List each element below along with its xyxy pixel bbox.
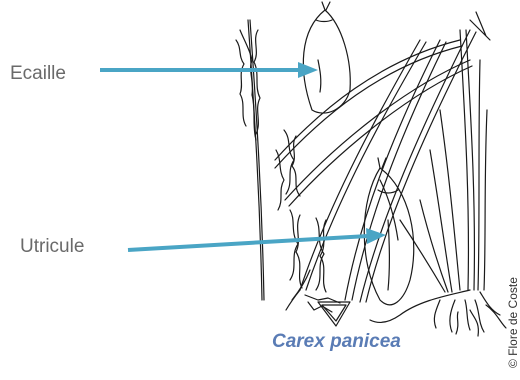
label-ecaille: Ecaille <box>10 63 66 85</box>
arrows <box>100 62 386 250</box>
arrow-utricule <box>128 236 368 250</box>
species-caption: Carex panicea <box>272 331 401 353</box>
arrowhead-ecaille <box>298 62 318 78</box>
label-utricule: Utricule <box>20 236 84 258</box>
leaves <box>275 12 490 302</box>
roots <box>370 290 506 336</box>
flower-stalk <box>236 20 340 312</box>
image-credit: © Flore de Coste <box>506 277 520 368</box>
cross-section <box>318 302 350 326</box>
arrowhead-utricule <box>366 228 386 244</box>
